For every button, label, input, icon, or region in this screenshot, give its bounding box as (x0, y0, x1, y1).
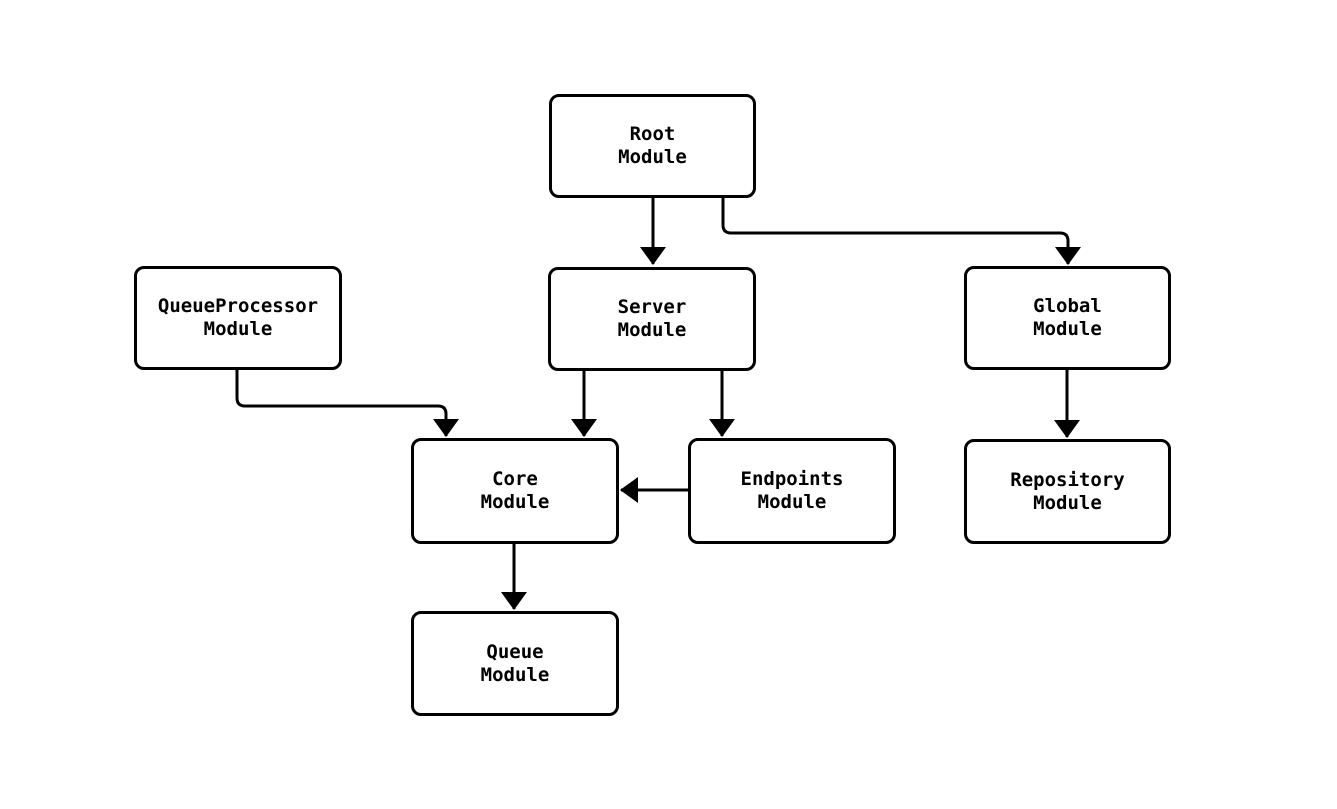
node-label: Server Module (617, 296, 687, 341)
node-label: Endpoints Module (740, 468, 844, 513)
node-root-module: Root Module (549, 94, 756, 198)
edge-group (235, 197, 1081, 610)
node-label: Queue Module (480, 640, 550, 686)
node-global-module: Global Module (964, 266, 1171, 370)
edge-queueprocessor-to-core (235, 370, 459, 437)
node-label: Root Module (618, 123, 687, 168)
node-label: Repository Module (1010, 468, 1125, 514)
edge-root-to-global (721, 197, 1081, 265)
node-label: Core Module (480, 468, 550, 513)
node-endpoints-module: Endpoints Module (688, 438, 896, 544)
node-repository-module: Repository Module (964, 439, 1171, 544)
node-server-module: Server Module (548, 267, 756, 371)
node-label: QueueProcessor Module (157, 295, 319, 340)
node-core-module: Core Module (411, 438, 619, 544)
node-queue-module: Queue Module (411, 611, 619, 716)
node-label: Global Module (1033, 295, 1102, 340)
node-queueprocessor-module: QueueProcessor Module (134, 266, 342, 370)
